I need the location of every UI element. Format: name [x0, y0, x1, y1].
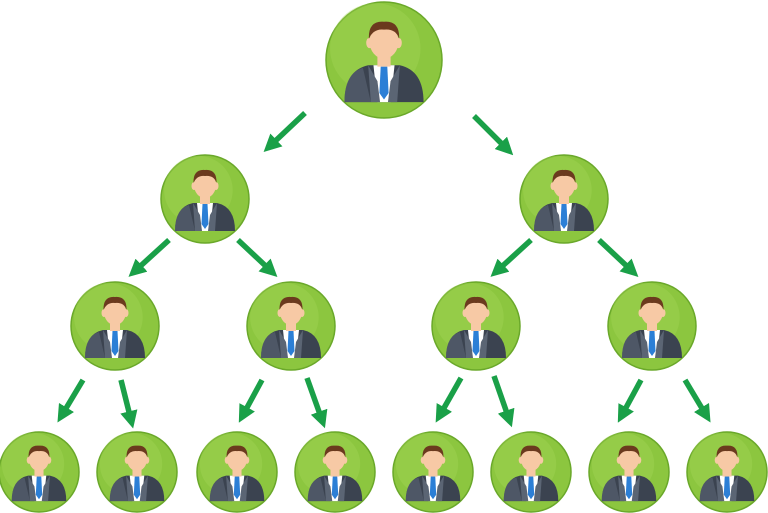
arrow-down-icon	[617, 378, 644, 423]
org-node-n0	[325, 1, 443, 119]
org-node-n8	[96, 431, 178, 513]
businessman-icon	[344, 21, 424, 103]
businessman-icon	[85, 296, 145, 358]
businessman-icon	[601, 445, 657, 502]
org-node-n6	[607, 281, 697, 371]
businessman-icon	[11, 445, 67, 502]
arrow-down-icon	[491, 375, 515, 428]
arrow-down-icon	[472, 114, 514, 156]
org-node-n9	[196, 431, 278, 513]
arrow-down-icon	[490, 237, 533, 277]
arrow-down-icon	[57, 378, 86, 423]
org-node-n13	[588, 431, 670, 513]
businessman-icon	[405, 445, 461, 502]
arrow-down-icon	[236, 237, 278, 278]
businessman-icon	[622, 296, 682, 358]
businessman-icon	[534, 169, 594, 231]
org-node-n2	[519, 154, 609, 244]
org-node-n11	[392, 431, 474, 513]
org-node-n12	[490, 431, 572, 513]
arrow-down-icon	[682, 378, 711, 423]
businessman-icon	[503, 445, 559, 502]
org-node-n7	[0, 431, 80, 513]
org-node-n10	[294, 431, 376, 513]
org-node-n5	[431, 281, 521, 371]
arrow-down-icon	[304, 377, 328, 429]
org-node-n1	[160, 154, 250, 244]
businessman-icon	[261, 296, 321, 358]
arrows-layer	[57, 110, 711, 429]
arrow-down-icon	[128, 237, 171, 277]
org-node-n14	[686, 431, 768, 513]
org-node-n4	[246, 281, 336, 371]
arrow-down-icon	[435, 376, 464, 423]
businessman-icon	[209, 445, 265, 502]
arrow-down-icon	[238, 378, 265, 423]
arrow-down-icon	[263, 110, 307, 153]
businessman-icon	[307, 445, 363, 502]
org-node-n3	[70, 281, 160, 371]
businessman-icon	[699, 445, 755, 502]
arrow-down-icon	[597, 237, 639, 278]
businessman-icon	[175, 169, 235, 231]
businessman-icon	[109, 445, 165, 502]
businessman-icon	[446, 296, 506, 358]
arrow-down-icon	[118, 379, 138, 429]
